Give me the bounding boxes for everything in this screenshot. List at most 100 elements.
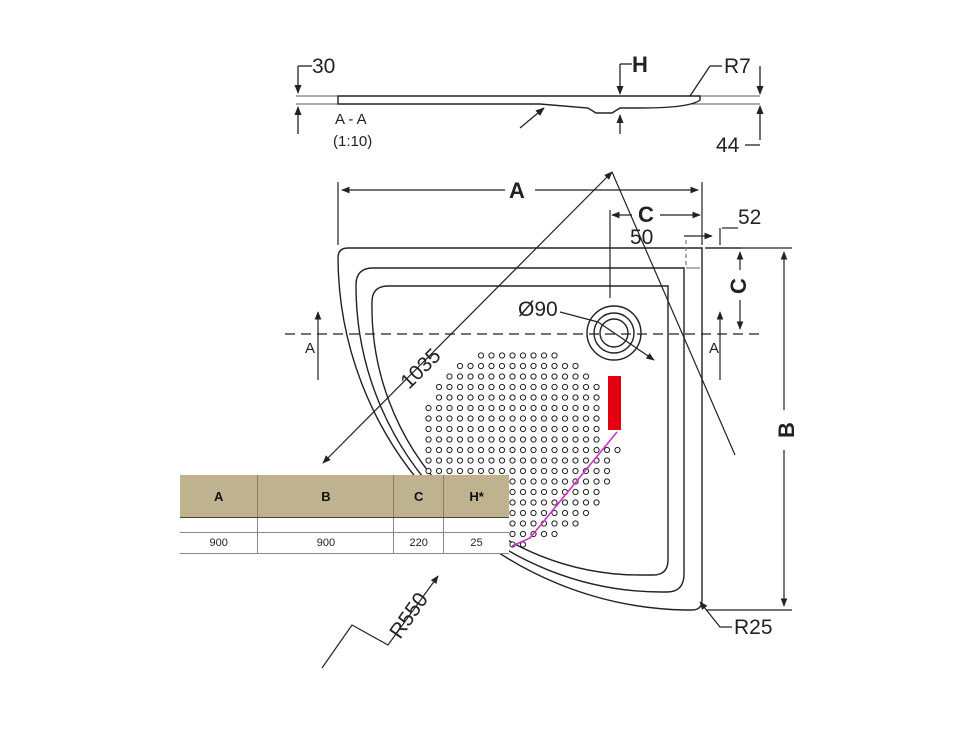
anti-slip-dot (561, 436, 569, 443)
magenta-guide-line (511, 431, 618, 547)
anti-slip-dot (498, 436, 506, 443)
dim-52-label: 52 (738, 206, 761, 229)
anti-slip-dot (467, 394, 474, 401)
anti-slip-dot (530, 446, 537, 454)
dim-30-label: 30 (312, 55, 335, 78)
anti-slip-dot (456, 362, 464, 370)
anti-slip-dot (540, 383, 548, 391)
anti-slip-dot (551, 446, 558, 454)
plan-dimensions (285, 171, 792, 669)
anti-slip-dot (509, 446, 516, 454)
anti-slip-dot (477, 352, 485, 359)
anti-slip-dot (435, 436, 443, 443)
table-header-row: A B C H* (180, 475, 509, 518)
anti-slip-dot (519, 520, 527, 527)
anti-slip-dot (530, 373, 537, 380)
anti-slip-dot (540, 415, 548, 422)
anti-slip-dot (477, 436, 485, 443)
anti-slip-dot (530, 499, 537, 506)
anti-slip-dot (446, 457, 453, 464)
anti-slip-dot (530, 425, 537, 433)
anti-slip-dot (519, 373, 527, 380)
anti-slip-dot (593, 383, 600, 391)
anti-slip-dot (446, 436, 453, 443)
anti-slip-dot (572, 425, 579, 433)
anti-slip-dot (519, 530, 527, 538)
anti-slip-dot (519, 383, 527, 391)
anti-slip-dot (551, 478, 558, 485)
anti-slip-dot (540, 446, 548, 454)
anti-slip-dot (519, 509, 527, 517)
anti-slip-dot (561, 404, 569, 412)
anti-slip-dot (456, 373, 464, 380)
anti-slip-dot (593, 404, 600, 412)
anti-slip-dot (530, 352, 537, 359)
anti-slip-dot (593, 499, 600, 506)
anti-slip-dot (467, 425, 474, 433)
anti-slip-dot (435, 446, 443, 454)
anti-slip-dot (467, 373, 474, 380)
anti-slip-dot (561, 383, 569, 391)
anti-slip-dot (425, 415, 432, 422)
dim-50-label: 50 (630, 226, 653, 249)
anti-slip-dot (519, 467, 527, 475)
anti-slip-dot (614, 446, 621, 454)
anti-slip-dot (435, 383, 443, 391)
anti-slip-dot (572, 446, 579, 454)
anti-slip-dot (509, 415, 516, 422)
anti-slip-dot (509, 478, 516, 485)
anti-slip-dot (425, 436, 432, 443)
anti-slip-dot (530, 467, 537, 475)
anti-slip-dot (488, 404, 495, 412)
table-spacer-row (180, 517, 509, 533)
anti-slip-dot (572, 373, 579, 380)
anti-slip-dot (582, 383, 590, 391)
anti-slip-dot (498, 467, 506, 475)
anti-slip-dot (561, 373, 569, 380)
anti-slip-dot (498, 425, 506, 433)
anti-slip-dot (509, 373, 516, 380)
anti-slip-dot (509, 530, 516, 538)
anti-slip-dot (519, 446, 527, 454)
anti-slip-dot (582, 446, 590, 454)
anti-slip-dot (498, 404, 506, 412)
anti-slip-dot (477, 383, 485, 391)
anti-slip-dot (446, 383, 453, 391)
anti-slip-dot (551, 383, 558, 391)
anti-slip-dot (572, 394, 579, 401)
anti-slip-dot (530, 509, 537, 517)
section-view (294, 63, 764, 146)
anti-slip-dot (435, 467, 443, 475)
anti-slip-dot (572, 415, 579, 422)
anti-slip-dot (446, 404, 453, 412)
anti-slip-dot (593, 467, 600, 475)
anti-slip-dot (498, 373, 506, 380)
anti-slip-dot (582, 425, 590, 433)
anti-slip-dot (551, 436, 558, 443)
anti-slip-dot (582, 436, 590, 443)
anti-slip-dot (572, 383, 579, 391)
anti-slip-dot (540, 499, 548, 506)
cut-left-label: A (305, 340, 315, 357)
table-cell-h: 25 (443, 532, 509, 554)
anti-slip-dot (530, 362, 537, 370)
anti-slip-dot (467, 467, 474, 475)
anti-slip-dot (551, 509, 558, 517)
anti-slip-dot (572, 457, 579, 464)
anti-slip-dot (456, 457, 464, 464)
anti-slip-dot (425, 446, 432, 454)
anti-slip-dot (509, 362, 516, 370)
dim-a-label: A (509, 178, 525, 203)
anti-slip-dot (519, 352, 527, 359)
dim-c-top-label: C (638, 202, 654, 227)
anti-slip-dot (477, 373, 485, 380)
anti-slip-dot (435, 394, 443, 401)
table-header-a: A (180, 475, 259, 518)
anti-slip-dot (593, 488, 600, 496)
anti-slip-dot (572, 520, 579, 527)
anti-slip-dot (603, 478, 611, 485)
anti-slip-dot (530, 478, 537, 485)
anti-slip-dot (551, 530, 558, 538)
anti-slip-dot (467, 415, 474, 422)
anti-slip-dot (488, 394, 495, 401)
